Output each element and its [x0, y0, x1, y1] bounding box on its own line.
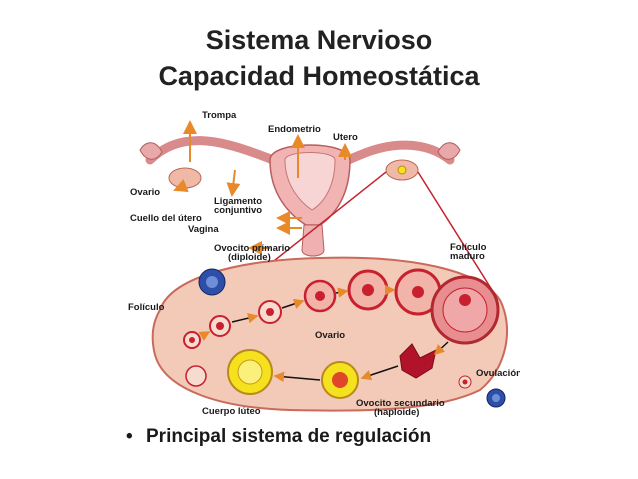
guide-lines: [259, 171, 493, 291]
stage-arrows: [198, 284, 449, 383]
label-ovocito-primario-1: Ovocito primario: [214, 243, 290, 254]
label-ovario-top: Ovario: [130, 187, 160, 198]
label-ovulacion: Ovulación: [476, 368, 520, 379]
label-utero: Utero: [333, 132, 358, 143]
label-ovocito-secundario-2: (haploide): [374, 407, 419, 418]
label-foliculo-maduro-2: maduro: [450, 251, 485, 262]
label-foliculo-maduro-1: Folículo: [450, 242, 487, 253]
label-ovocito-secundario-1: Ovocito secundario: [356, 398, 445, 409]
label-trompa: Trompa: [202, 110, 237, 121]
label-cuerpo-luteo: Cuerpo lúteo: [202, 406, 261, 417]
label-endometrio: Endometrio: [268, 124, 321, 135]
vagina-shape: [301, 224, 325, 257]
ovary-left-shape: [168, 167, 202, 189]
bullet-item: • Principal sistema de regulación: [126, 426, 431, 448]
uterus-illustration: [139, 136, 461, 257]
bullet-glyph: •: [126, 426, 133, 447]
enlarged-ovary: [151, 256, 508, 412]
label-ovocito-primario-2: (diploide): [228, 252, 271, 263]
title-line-1: Sistema Nervioso: [205, 25, 433, 55]
title-line-2: Capacidad Homeostática: [158, 61, 480, 91]
slide-title: Sistema Nervioso Capacidad Homeostática: [0, 22, 638, 94]
diagram-labels: Trompa Endometrio Utero Ovario Ligamento…: [128, 110, 520, 418]
upper-arrows: [173, 120, 352, 255]
label-ovario-center: Ovario: [315, 330, 345, 341]
label-ligamento-2: conjuntivo: [214, 205, 262, 216]
label-cuello: Cuello del útero: [130, 213, 202, 224]
reproductive-diagram: Trompa Endometrio Utero Ovario Ligamento…: [120, 100, 520, 420]
bullet-text: Principal sistema de regulación: [146, 426, 432, 447]
ovulation-shape: [399, 343, 437, 379]
diagram-svg: Trompa Endometrio Utero Ovario Ligamento…: [128, 110, 520, 418]
label-foliculo: Folículo: [128, 302, 165, 313]
label-vagina: Vagina: [188, 224, 219, 235]
label-ligamento-1: Ligamento: [214, 196, 262, 207]
